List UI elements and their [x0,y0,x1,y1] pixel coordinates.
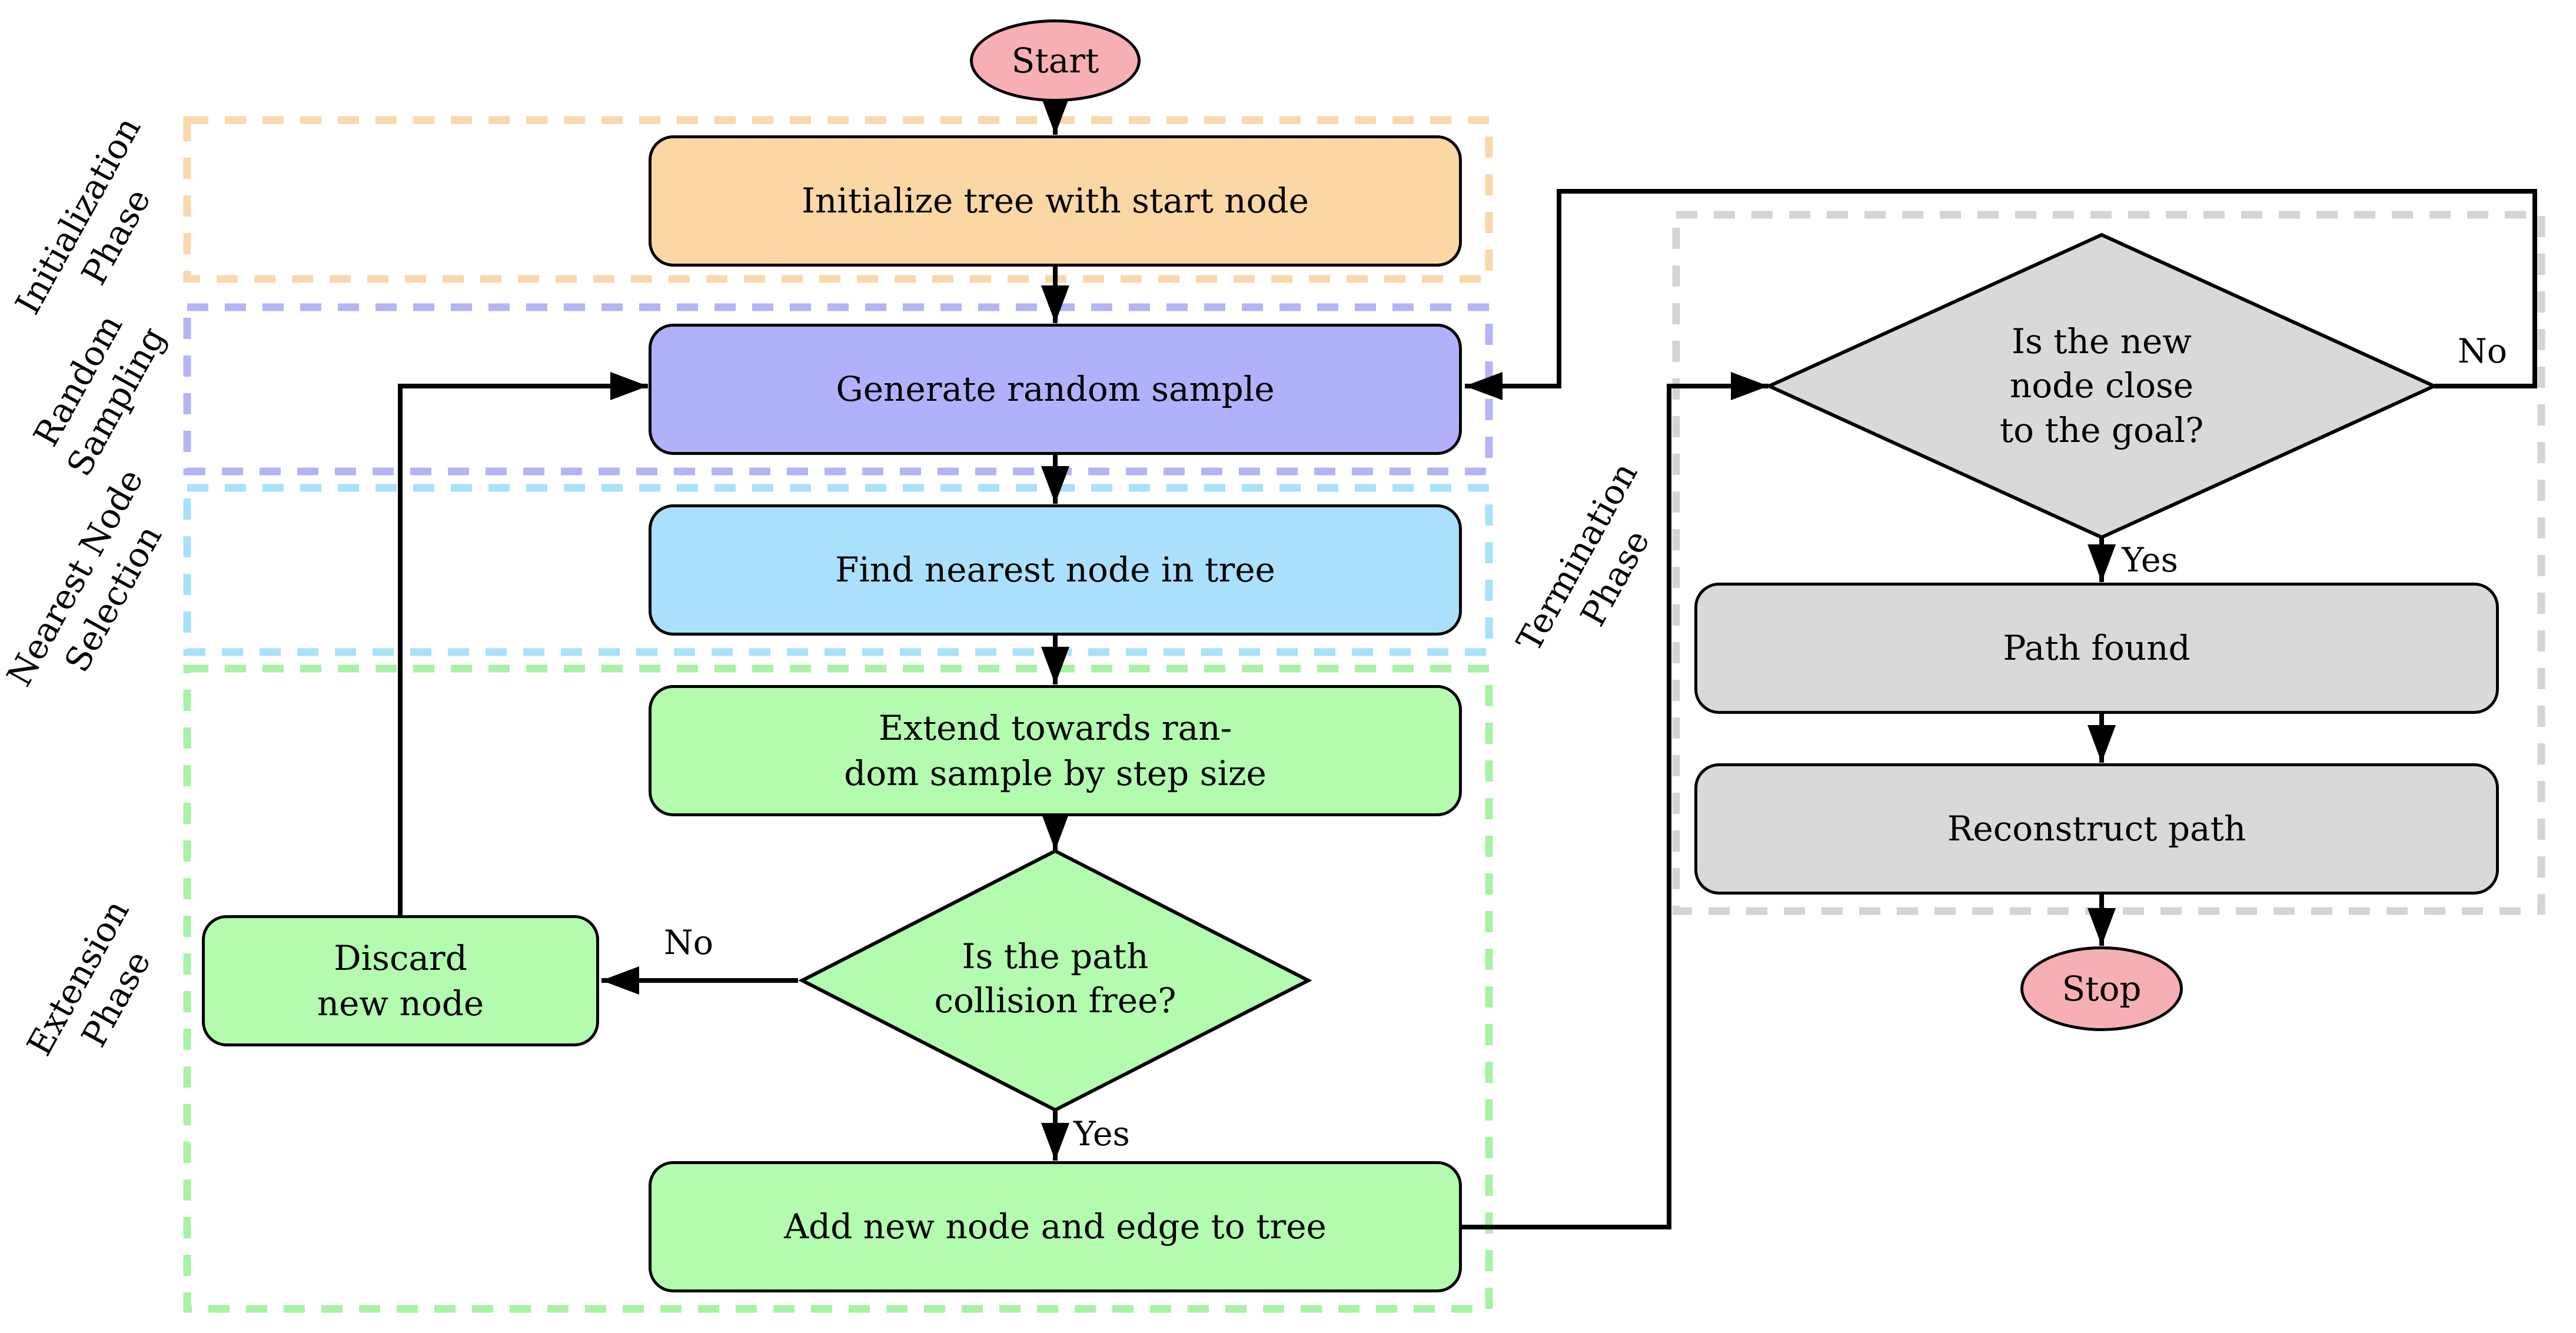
edge-discard-to-generate [398,372,648,915]
node-stop: Stop [2020,946,2183,1031]
node-reconstruct-path: Reconstruct path [1694,763,2499,895]
node-start: Start [970,19,1141,102]
node-path-found: Path found [1694,583,2499,714]
node-initialize-tree: Initialize tree with start node [649,135,1462,267]
edge-label-goal-no: No [2457,332,2508,371]
edge-label-collision-no: No [663,923,714,962]
decision-collision-free-shape [798,849,1312,1112]
node-generate-sample: Generate random sample [649,324,1462,455]
edge-add-to-goal-check [1462,372,1769,1229]
phase-region-nearest-node-selection [183,484,1493,656]
phase-region-termination [1672,211,2545,915]
phase-region-extension [183,664,1493,1313]
phase-region-initialization [183,116,1493,283]
edge-label-collision-yes: Yes [1073,1115,1130,1154]
node-extend: Extend towards ran- dom sample by step s… [649,685,1462,816]
edge-goal-no-to-generate [1465,189,2537,400]
decision-goal-close-label: Is the new node close to the goal? [1999,321,2204,450]
decision-collision-free-label: Is the path collision free? [934,936,1176,1021]
edge-label-goal-yes: Yes [2122,541,2178,580]
node-discard: Discard new node [202,915,599,1046]
decision-goal-close-shape [1764,232,2439,540]
node-add-node: Add new node and edge to tree [649,1161,1462,1292]
phase-region-random-sampling [183,303,1493,476]
node-find-nearest: Find nearest node in tree [649,504,1462,636]
